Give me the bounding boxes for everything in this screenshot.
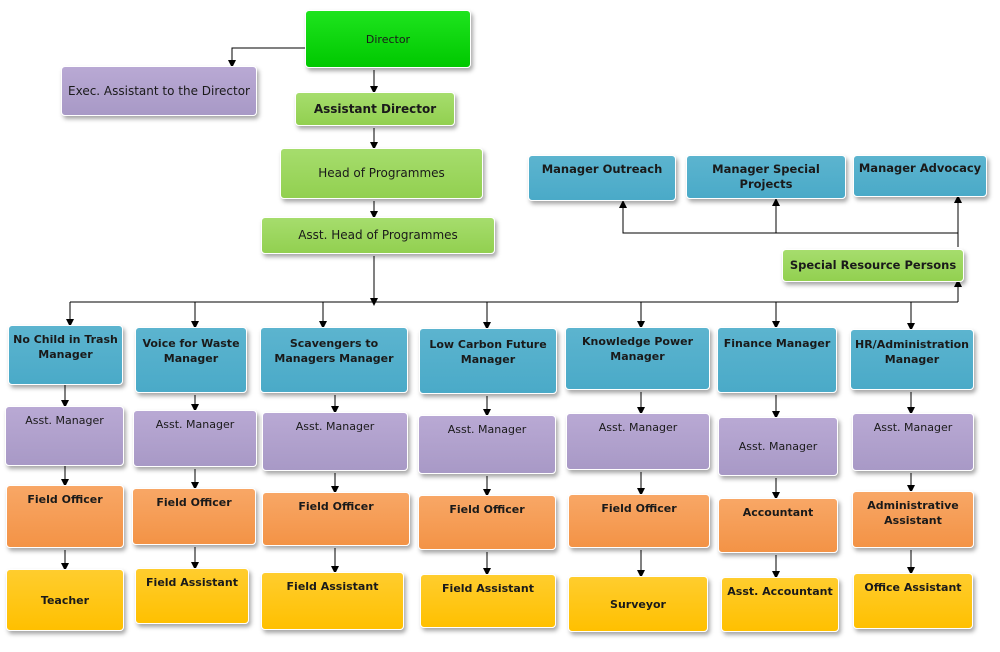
dept-manager-label: Scavengers to Managers Manager xyxy=(274,337,394,365)
head-programmes-label: Head of Programmes xyxy=(318,166,445,180)
dept-officer-label: Accountant xyxy=(742,506,814,519)
dept-asst-label: Asst. Manager xyxy=(447,423,527,436)
dept-asst-label: Asst. Manager xyxy=(25,414,104,427)
dept-asst-label: Asst. Manager xyxy=(873,421,953,434)
dept-asst-label: Asst. Manager xyxy=(295,420,375,433)
manager-outreach-box[interactable]: Manager Outreach xyxy=(528,155,676,201)
exec-assistant-label: Exec. Assistant to the Director xyxy=(68,83,250,98)
dept-staff-field-assistant[interactable]: Field Assistant xyxy=(420,574,556,628)
special-resource-persons-label: Special Resource Persons xyxy=(789,258,957,272)
dept-staff-label: Field Assistant xyxy=(146,576,238,589)
dept-asst-manager[interactable]: Asst. Manager xyxy=(566,413,710,470)
dept-staff-field-assistant[interactable]: Field Assistant xyxy=(261,572,404,630)
dept-asst-label: Asst. Manager xyxy=(155,418,235,431)
dept-asst-manager[interactable]: Asst. Manager xyxy=(5,406,124,466)
asst-head-programmes-box[interactable]: Asst. Head of Programmes xyxy=(261,217,495,254)
dept-manager-label: Voice for Waste Manager xyxy=(142,337,240,365)
dept-asst-label: Asst. Manager xyxy=(738,440,818,453)
manager-special-projects-label: Manager Special Projects xyxy=(712,162,820,191)
dept-field-officer[interactable]: Field Officer xyxy=(418,495,556,550)
dept-manager-no-child-in-trash[interactable]: No Child in Trash Manager xyxy=(8,325,123,385)
dept-staff-office-assistant[interactable]: Office Assistant xyxy=(853,573,973,629)
dept-staff-label: Field Assistant xyxy=(286,580,379,593)
dept-manager-knowledge-power[interactable]: Knowledge Power Manager xyxy=(565,327,710,390)
dept-manager-low-carbon-future[interactable]: Low Carbon Future Manager xyxy=(419,328,557,394)
dept-manager-finance[interactable]: Finance Manager xyxy=(717,327,837,393)
dept-staff-label: Teacher xyxy=(40,593,90,607)
dept-officer-label: Field Officer xyxy=(298,500,374,513)
dept-officer-label: Field Officer xyxy=(601,502,677,515)
dept-staff-surveyor[interactable]: Surveyor xyxy=(568,576,708,632)
dept-field-officer[interactable]: Field Officer xyxy=(568,494,710,548)
dept-asst-manager[interactable]: Asst. Manager xyxy=(718,417,838,476)
dept-manager-label: No Child in Trash Manager xyxy=(13,333,118,361)
dept-staff-label: Asst. Accountant xyxy=(727,585,833,598)
special-resource-persons-box[interactable]: Special Resource Persons xyxy=(782,249,964,282)
manager-outreach-label: Manager Outreach xyxy=(541,162,663,176)
asst-head-programmes-label: Asst. Head of Programmes xyxy=(298,228,458,242)
head-programmes-box[interactable]: Head of Programmes xyxy=(280,148,483,199)
dept-administrative-assistant[interactable]: Administrative Assistant xyxy=(852,491,974,548)
dept-asst-manager[interactable]: Asst. Manager xyxy=(852,413,974,471)
dept-staff-asst-accountant[interactable]: Asst. Accountant xyxy=(721,577,839,632)
dept-field-officer[interactable]: Field Officer xyxy=(132,488,256,545)
director-box[interactable]: Director xyxy=(305,10,471,68)
director-label: Director xyxy=(365,32,411,46)
dept-manager-label: HR/Administration Manager xyxy=(855,338,969,366)
dept-officer-label: Field Officer xyxy=(27,493,103,506)
assistant-director-label: Assistant Director xyxy=(313,101,437,116)
manager-advocacy-box[interactable]: Manager Advocacy xyxy=(853,155,987,197)
dept-staff-teacher[interactable]: Teacher xyxy=(6,569,124,631)
dept-manager-voice-for-waste[interactable]: Voice for Waste Manager xyxy=(135,327,247,393)
dept-manager-label: Knowledge Power Manager xyxy=(581,335,693,363)
dept-manager-scavengers-to-managers[interactable]: Scavengers to Managers Manager xyxy=(260,327,408,393)
dept-asst-manager[interactable]: Asst. Manager xyxy=(262,412,408,471)
manager-advocacy-label: Manager Advocacy xyxy=(858,161,982,175)
dept-asst-label: Asst. Manager xyxy=(598,421,678,434)
dept-asst-manager[interactable]: Asst. Manager xyxy=(418,415,556,474)
dept-officer-label: Field Officer xyxy=(156,496,232,509)
dept-manager-label: Finance Manager xyxy=(723,337,831,350)
dept-manager-label: Low Carbon Future Manager xyxy=(429,338,547,366)
dept-staff-label: Office Assistant xyxy=(864,581,962,594)
manager-special-projects-box[interactable]: Manager Special Projects xyxy=(686,155,846,199)
dept-staff-label: Surveyor xyxy=(610,597,666,611)
dept-staff-label: Field Assistant xyxy=(442,582,534,595)
assistant-director-box[interactable]: Assistant Director xyxy=(295,92,455,126)
exec-assistant-box[interactable]: Exec. Assistant to the Director xyxy=(61,66,257,116)
dept-asst-manager[interactable]: Asst. Manager xyxy=(133,410,257,467)
dept-officer-label: Field Officer xyxy=(449,503,525,516)
dept-staff-field-assistant[interactable]: Field Assistant xyxy=(135,568,249,624)
dept-manager-hr-administration[interactable]: HR/Administration Manager xyxy=(850,329,974,390)
dept-field-officer[interactable]: Field Officer xyxy=(6,485,124,548)
dept-officer-label: Administrative Assistant xyxy=(867,499,959,527)
dept-accountant[interactable]: Accountant xyxy=(718,498,838,553)
dept-field-officer[interactable]: Field Officer xyxy=(262,492,410,546)
